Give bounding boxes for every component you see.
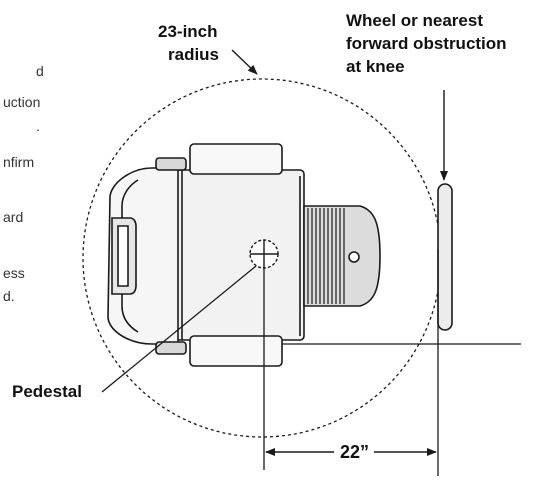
pedestal-label: Pedestal [12, 382, 82, 401]
wheel-label-line1: Wheel or nearest [346, 11, 483, 30]
dimension-label: 22” [340, 442, 370, 462]
radius-label-arrow [231, 49, 258, 75]
left-text-fragment-4: nfirm [3, 154, 35, 170]
pedestal-marker [249, 239, 279, 269]
pedestal-leader-line [101, 265, 257, 393]
wheel-label-line3: at knee [346, 57, 405, 76]
left-text-fragment-3: . [36, 118, 40, 134]
footrest [303, 205, 381, 307]
left-text-fragment-5: ard [3, 209, 24, 225]
wheel-obstruction [437, 183, 453, 476]
left-text-fragment-1: d [36, 63, 44, 79]
left-text-fragment-2: uction [3, 94, 41, 110]
left-text-fragment-6: ess [3, 265, 25, 281]
radius-label-line2: radius [168, 45, 220, 64]
radius-label-line1: 23-inch [158, 22, 218, 41]
wheelchair-body [107, 143, 305, 367]
left-text-fragment-7: d. [3, 288, 15, 304]
wheel-label-line2: forward obstruction [346, 34, 507, 53]
